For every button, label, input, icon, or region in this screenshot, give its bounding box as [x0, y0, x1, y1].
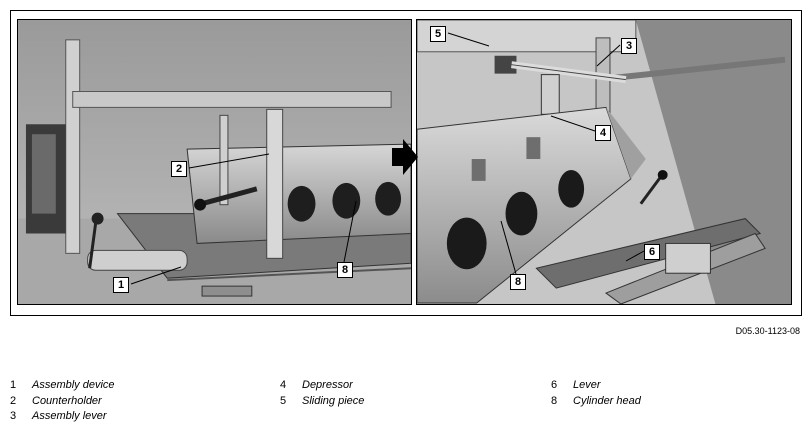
legend-number: 6 — [551, 379, 558, 391]
callout-6: 6 — [644, 244, 660, 260]
legend-column-3: 6 Lever 8 Cylinder head — [551, 378, 641, 409]
right-arrow-icon — [392, 139, 418, 175]
legend-label: Assembly device — [32, 379, 115, 391]
legend-item: 5 Sliding piece — [280, 394, 364, 410]
legend-column-2: 4 Depressor 5 Sliding piece — [280, 378, 364, 409]
legend-label: Counterholder — [32, 394, 102, 407]
photo-valve-assembly — [416, 19, 792, 305]
legend-label: Sliding piece — [302, 394, 365, 407]
legend-item: 1 Assembly device — [10, 378, 115, 394]
figure-frame: 2 1 8 5 3 4 6 8 — [10, 10, 802, 316]
legend-number: 4 — [280, 379, 287, 391]
callout-8-left: 8 — [337, 262, 353, 278]
legend-number: 2 — [10, 394, 17, 407]
legend-number: 5 — [280, 394, 287, 407]
legend-label: Assembly lever — [32, 410, 107, 422]
callout-1: 1 — [113, 277, 129, 293]
legend-item: 6 Lever — [551, 378, 641, 394]
legend-number: 1 — [10, 379, 17, 391]
callout-5: 5 — [430, 26, 446, 42]
legend-label: Cylinder head — [573, 394, 641, 407]
legend-number: 8 — [551, 394, 558, 407]
legend-item: 2 Counterholder — [10, 394, 115, 410]
legend-label: Lever — [573, 379, 601, 391]
callout-8-right: 8 — [510, 274, 526, 290]
legend-label: Depressor — [302, 379, 353, 391]
callout-4: 4 — [595, 125, 611, 141]
document-code: D05.30-1123-08 — [735, 326, 800, 336]
legend-number: 3 — [10, 410, 17, 422]
legend-item: 4 Depressor — [280, 378, 364, 394]
legend-column-1: 1 Assembly device 2 Counterholder 3 Asse… — [10, 378, 115, 425]
photo-right-illustration — [417, 20, 791, 304]
legend-item: 3 Assembly lever — [10, 409, 115, 425]
callout-3: 3 — [621, 38, 637, 54]
legend-item: 8 Cylinder head — [551, 394, 641, 410]
callout-2: 2 — [171, 161, 187, 177]
